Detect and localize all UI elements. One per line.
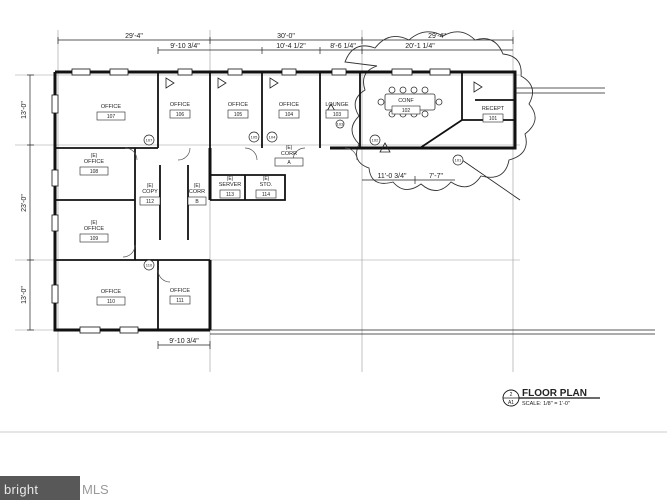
- room-label-107: OFFICE: [101, 104, 121, 110]
- title-block: 2 A1 FLOOR PLAN SCALE: 1/8" = 1'-0": [502, 388, 600, 407]
- windows: [51, 68, 451, 334]
- tag-109: (E): [91, 220, 98, 226]
- room-label-106: OFFICE: [170, 102, 190, 108]
- tag-114: (E): [263, 176, 270, 182]
- room-label-103: LOUNGE: [325, 102, 349, 108]
- room-label-113: SERVER: [219, 182, 242, 188]
- dim-conf-1: 11'-0 3/4": [378, 173, 408, 180]
- door-swings: [122, 147, 358, 283]
- vertical-dimension-texts: 13'-0" 23'-0" 13'-0": [21, 101, 28, 304]
- dimension-lines: [27, 37, 514, 349]
- tag-corr-a: (E): [286, 145, 293, 151]
- dim-left-3: 13'-0": [21, 286, 28, 304]
- tag-113: (E): [227, 176, 234, 182]
- room-number-114: 114: [262, 192, 270, 198]
- room-number-113: 113: [226, 192, 234, 198]
- room-label-101: RECEPT: [482, 106, 505, 112]
- dim-bottom-1: 9'-10 3/4": [169, 338, 199, 345]
- room-number-boxes: [79, 105, 504, 306]
- watermark-suffix: MLS: [82, 482, 109, 497]
- room-label-corr-b: CORR: [189, 189, 205, 195]
- door-tag-circles: [143, 119, 464, 271]
- door-tag-105: 105: [251, 135, 258, 140]
- room-label-109: OFFICE: [84, 226, 104, 232]
- room-label-corr-a: CORR: [281, 151, 297, 157]
- tag-corr-b: (E): [194, 183, 201, 189]
- dim-sub-3: 8'-6 1/4": [330, 43, 356, 50]
- room-number-108: 108: [90, 169, 99, 175]
- room-labels: OFFICE OFFICE OFFICE OFFICE LOUNGE CONF …: [84, 98, 505, 295]
- room-number-102: 102: [402, 108, 411, 114]
- dim-conf-2: 7'-7": [429, 173, 443, 180]
- tag-112: (E): [147, 183, 154, 189]
- door-tag-102: 102: [372, 138, 379, 143]
- room-number-corr-b: B: [195, 199, 199, 205]
- property-lines: [210, 87, 655, 335]
- dim-top-left: 29'-4": [125, 33, 143, 40]
- dim-top-right: 29'-4": [428, 33, 446, 40]
- detail-ref-top: 2: [510, 392, 513, 398]
- room-label-108: OFFICE: [84, 159, 104, 165]
- detail-ref-bottom: A1: [508, 400, 514, 406]
- room-label-111: OFFICE: [170, 288, 190, 294]
- room-numbers: 107 106 105 104 103 102 101 108 109 110 …: [90, 108, 498, 305]
- door-tag-104: 104: [269, 135, 276, 140]
- room-label-112: COPY: [142, 189, 158, 195]
- door-tag-107: 107: [146, 138, 153, 143]
- room-label-102: CONF: [398, 98, 414, 104]
- room-number-corr-a: A: [287, 160, 291, 166]
- room-number-105: 105: [234, 112, 243, 118]
- dim-top-mid: 30'-0": [277, 33, 295, 40]
- watermark-badge: [0, 476, 80, 500]
- tag-108: (E): [91, 153, 98, 159]
- room-label-114: STO.: [260, 182, 273, 188]
- room-number-101: 101: [489, 116, 498, 122]
- dim-sub-4: 20'-1 1/4": [405, 43, 435, 50]
- dimension-texts: 29'-4" 30'-0" 29'-4" 9'-10 3/4" 10'-4 1/…: [125, 33, 446, 345]
- room-number-104: 104: [285, 112, 294, 118]
- revision-cloud: [344, 31, 536, 191]
- room-number-106: 106: [176, 112, 185, 118]
- room-number-103: 103: [333, 112, 342, 118]
- dim-sub-1: 9'-10 3/4": [170, 43, 200, 50]
- interior-walls: [55, 72, 515, 330]
- watermark-brand: bright: [4, 482, 39, 497]
- room-label-105: OFFICE: [228, 102, 248, 108]
- room-number-112: 112: [146, 199, 154, 205]
- dim-left-1: 13'-0": [21, 101, 28, 119]
- door-tag-numbers: 107 105 104 102 110 103 101: [146, 122, 462, 268]
- room-number-107: 107: [107, 114, 116, 120]
- revision-triangles: [165, 77, 483, 153]
- room-label-110: OFFICE: [101, 289, 121, 295]
- room-label-104: OFFICE: [279, 102, 299, 108]
- grid-lines: [15, 30, 520, 372]
- room-number-109: 109: [90, 236, 99, 242]
- plan-title: FLOOR PLAN: [522, 388, 587, 399]
- room-number-111: 111: [176, 298, 184, 304]
- existing-tags: (E) (E) (E) (E) (E) (E) (E): [91, 145, 293, 226]
- dim-sub-2: 10'-4 1/2": [276, 43, 306, 50]
- door-tag-110: 110: [146, 263, 153, 268]
- room-number-110: 110: [107, 299, 115, 305]
- door-tag-101: 101: [455, 158, 462, 163]
- plan-scale: SCALE: 1/8" = 1'-0": [522, 401, 570, 407]
- dim-left-2: 23'-0": [21, 194, 28, 212]
- door-tag-103: 103: [337, 122, 344, 127]
